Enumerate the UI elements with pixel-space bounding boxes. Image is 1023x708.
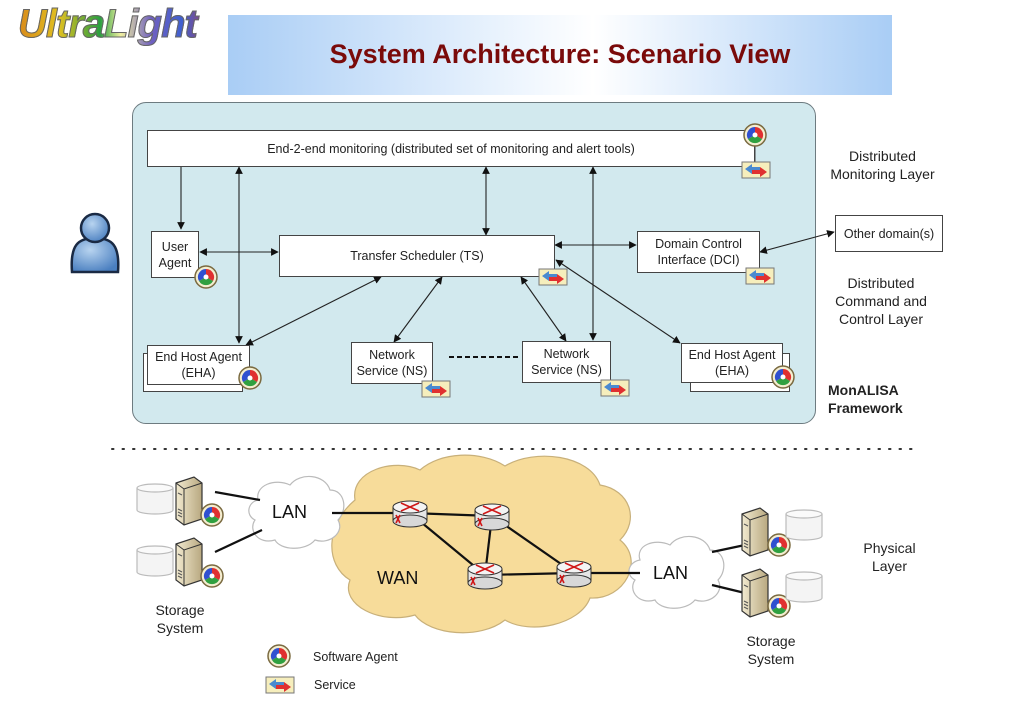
ultralight-logo: UltraLight xyxy=(18,2,223,47)
software-agent-icon xyxy=(200,503,224,527)
server-icon xyxy=(175,476,203,526)
monitoring-box-label: End-2-end monitoring (distributed set of… xyxy=(267,141,635,156)
router-icon xyxy=(556,560,592,588)
link-r1-r3 xyxy=(409,512,486,576)
link-server2-lan xyxy=(214,529,263,553)
software-agent-icon xyxy=(767,594,791,618)
page-title: System Architecture: Scenario View xyxy=(329,39,791,69)
end-to-end-monitoring-box: End-2-end monitoring (distributed set of… xyxy=(147,130,755,167)
storage-disk-icon xyxy=(785,571,823,603)
server-icon xyxy=(175,537,203,587)
lan-left-label: LAN xyxy=(272,502,308,522)
user-agent-label: User Agent xyxy=(158,239,192,270)
server-icon xyxy=(741,568,769,618)
link-r2-r3 xyxy=(483,515,494,576)
server-icon xyxy=(741,507,769,557)
distributed-monitoring-layer-label: Distributed Monitoring Layer xyxy=(830,148,935,182)
other-domains-label: Other domain(s) xyxy=(843,226,935,241)
user-agent-box: User Agent xyxy=(151,231,199,278)
router-icon xyxy=(392,500,428,528)
transfer-scheduler-label: Transfer Scheduler (TS) xyxy=(350,249,484,263)
storage-system-right-label: Storage System xyxy=(746,633,796,667)
physical-layer-label: Physical Layer xyxy=(863,540,916,574)
link-lan-server3 xyxy=(711,543,746,554)
router-icon xyxy=(474,503,510,531)
domain-control-interface-box: Domain Control Interface (DCI) xyxy=(637,231,760,273)
legend-software-agent-label: Software Agent xyxy=(313,650,398,664)
eha-right-label: End Host Agent (EHA) xyxy=(688,348,776,378)
other-domains-box: Other domain(s) xyxy=(835,215,943,252)
distributed-command-control-layer-label: Distributed Command and Control Layer xyxy=(835,275,927,327)
link-server1-lan xyxy=(214,490,261,502)
legend-service-label: Service xyxy=(314,678,356,692)
transfer-scheduler-box: Transfer Scheduler (TS) xyxy=(279,235,555,277)
link-lan-server4 xyxy=(711,583,746,595)
router-icon xyxy=(467,562,503,590)
link-r1-r2 xyxy=(409,511,493,518)
software-agent-icon xyxy=(267,644,291,668)
wan-label: WAN xyxy=(377,568,419,588)
end-host-agent-left-box: End Host Agent (EHA) xyxy=(147,345,250,385)
storage-disk-icon xyxy=(136,545,174,577)
storage-disk-icon xyxy=(136,483,174,515)
network-service-left-box: Network Service (NS) xyxy=(351,342,433,384)
service-icon xyxy=(265,676,295,694)
network-service-right-box: Network Service (NS) xyxy=(522,341,611,383)
software-agent-icon xyxy=(767,533,791,557)
dci-label: Domain Control Interface (DCI) xyxy=(655,237,742,267)
wan-cloud xyxy=(331,454,632,634)
software-agent-icon xyxy=(200,564,224,588)
end-host-agent-right-box: End Host Agent (EHA) xyxy=(681,343,783,383)
ns-right-label: Network Service (NS) xyxy=(531,347,602,377)
link-r2-r4 xyxy=(491,515,575,574)
monalisa-framework-label: MonALISA Framework xyxy=(828,382,903,416)
storage-system-left-label: Storage System xyxy=(155,602,205,636)
logo-text: UltraLight xyxy=(18,2,223,47)
link-r3-r4 xyxy=(484,571,575,577)
eha-left-label: End Host Agent (EHA) xyxy=(155,350,242,380)
title-banner: System Architecture: Scenario View xyxy=(228,15,892,95)
lan-right-label: LAN xyxy=(653,563,689,583)
ns-left-label: Network Service (NS) xyxy=(356,348,428,378)
storage-disk-icon xyxy=(785,509,823,541)
